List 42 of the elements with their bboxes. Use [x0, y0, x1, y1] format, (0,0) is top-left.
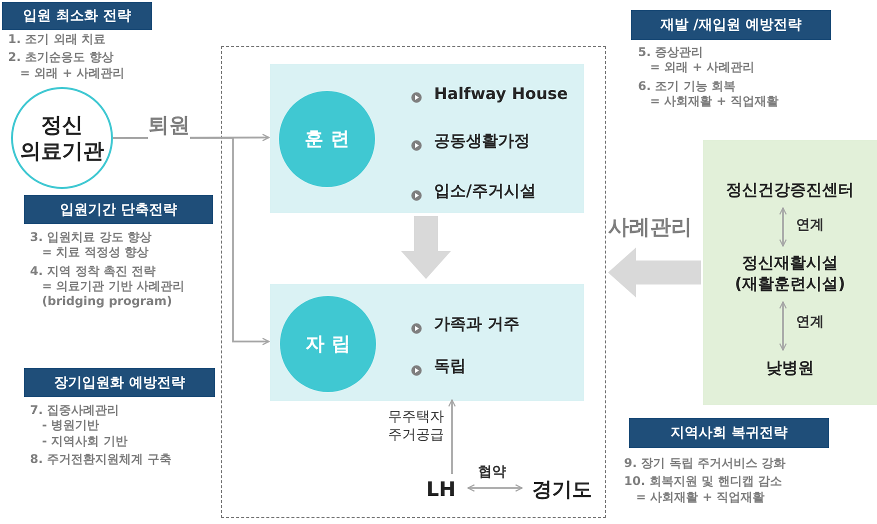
organization-label: 경기도	[531, 475, 593, 503]
strategy-note: 1. 조기 외래 치료	[8, 32, 106, 48]
list-item: 입소/주거시설	[434, 180, 536, 202]
arrow	[779, 301, 787, 351]
facility-label: 정신건강증진센터	[713, 176, 867, 204]
edge-label: 협약	[478, 463, 506, 482]
frame-box	[221, 46, 606, 518]
strategy-heading: 장기입원화 예방전략	[24, 368, 215, 397]
strategy-heading: 지역사회 복귀전략	[629, 418, 829, 448]
block-arrow	[401, 216, 451, 279]
arrow	[779, 207, 787, 247]
info-panel	[270, 284, 584, 401]
list-item: 독립	[434, 356, 466, 376]
frame-box	[703, 140, 877, 405]
facility-label: 정신재활시설 (재활훈련시설)	[713, 250, 867, 298]
stage-circle: 자 립	[280, 296, 376, 392]
arrow	[113, 137, 270, 346]
arrow	[448, 399, 456, 474]
strategy-note: 6. 조기 기능 회복 = 사회재활 + 직업재활	[638, 78, 780, 110]
strategy-note: 8. 주거전환지원체계 구축	[30, 452, 172, 468]
strategy-heading: 입원기간 단축전략	[24, 195, 213, 224]
strategy-note: 3. 입원치료 강도 향상 = 치료 적정성 향상	[30, 230, 152, 261]
list-item: Halfway House	[434, 84, 568, 102]
list-item: 가족과 거주	[434, 314, 520, 334]
edge-label: 연계	[796, 313, 824, 332]
info-panel	[270, 64, 584, 213]
strategy-note: 2. 초기순응도 향상 = 외래 + 사례관리	[8, 50, 126, 82]
edge-label: 연계	[796, 216, 824, 234]
facility-label: 낮병원	[713, 354, 867, 382]
strategy-note: 5. 증상관리 = 외래 + 사례관리	[638, 45, 756, 76]
stage-circle: 훈 련	[279, 91, 375, 187]
arrow	[467, 484, 523, 492]
strategy-heading: 입원 최소화 전략	[2, 2, 152, 30]
organization-label: LH	[421, 475, 461, 503]
strategy-note: 7. 집중사례관리 - 병원기반 - 지역사회 기반	[30, 403, 128, 450]
list-item: 공동생활가정	[434, 130, 530, 152]
strategy-note: 9. 장기 독립 주거서비스 강화	[624, 456, 787, 472]
strategy-note: 4. 지역 정착 촉진 전략 = 의료기관 기반 사례관리 (bridging program)	[30, 264, 186, 310]
block-arrow	[608, 248, 701, 298]
strategy-heading: 재발 /재입원 예방전략	[631, 10, 831, 40]
hospital-circle: 정신 의료기관	[11, 87, 113, 189]
strategy-note: 10. 회복지원 및 핸디캡 감소 = 사회재활 + 직업재활	[624, 474, 783, 506]
